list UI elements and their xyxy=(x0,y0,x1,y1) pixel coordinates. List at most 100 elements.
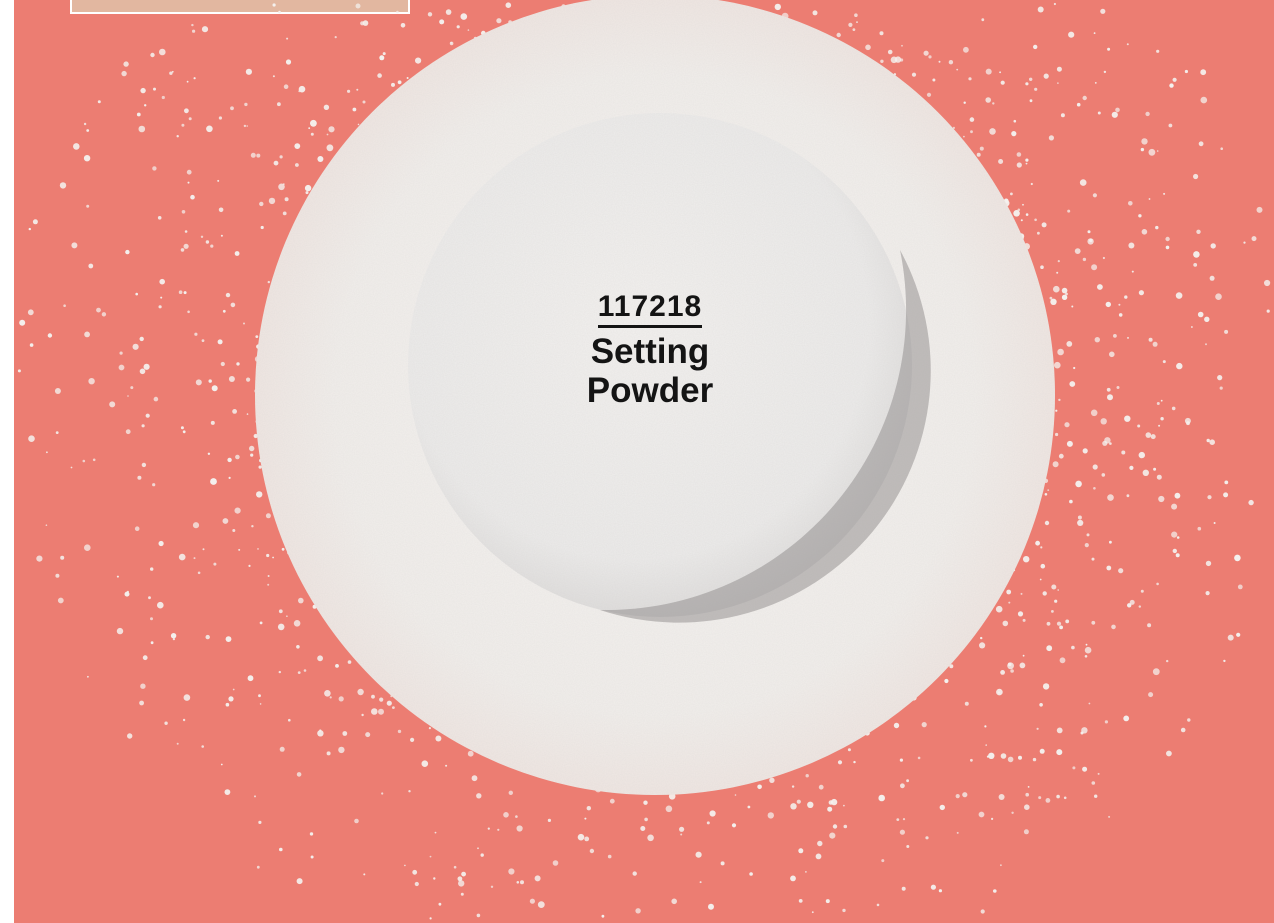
powder-speck xyxy=(396,10,399,14)
powder-speck xyxy=(487,827,490,830)
powder-speck xyxy=(852,28,856,31)
powder-speck xyxy=(309,832,314,836)
powder-speck xyxy=(124,591,130,597)
powder-speck xyxy=(985,68,992,75)
powder-speck xyxy=(938,60,941,63)
powder-speck xyxy=(1145,432,1152,438)
powder-speck xyxy=(251,525,254,528)
powder-speck xyxy=(88,263,94,269)
powder-speck xyxy=(121,70,127,77)
powder-speck xyxy=(1020,219,1023,222)
powder-speck xyxy=(1137,424,1141,428)
powder-speck xyxy=(222,518,229,524)
powder-speck xyxy=(354,818,359,824)
powder-speck xyxy=(1020,592,1023,595)
powder-speck xyxy=(391,82,395,87)
powder-speck xyxy=(272,3,276,7)
powder-speck xyxy=(1044,520,1050,526)
powder-speck xyxy=(182,718,186,722)
powder-speck xyxy=(695,851,702,858)
powder-speck xyxy=(356,88,359,91)
powder-speck xyxy=(480,853,484,857)
powder-speck xyxy=(1016,152,1022,157)
powder-speck xyxy=(807,801,814,808)
powder-speck xyxy=(1101,473,1106,477)
powder-speck xyxy=(843,804,845,807)
powder-speck xyxy=(1126,43,1129,46)
powder-speck xyxy=(1016,162,1022,168)
powder-speck xyxy=(1051,610,1054,613)
powder-speck xyxy=(277,623,285,631)
powder-speck xyxy=(192,29,196,33)
powder-speck xyxy=(213,562,217,566)
powder-speck xyxy=(1059,657,1066,664)
powder-speck xyxy=(1094,82,1097,84)
powder-speck xyxy=(963,101,966,104)
powder-speck xyxy=(164,721,168,725)
powder-speck xyxy=(900,58,904,62)
powder-speck xyxy=(1084,543,1089,548)
powder-speck xyxy=(1205,343,1207,346)
powder-speck xyxy=(1097,284,1103,290)
powder-speck xyxy=(1091,781,1096,785)
powder-speck xyxy=(1105,301,1112,308)
powder-speck xyxy=(1025,158,1029,162)
powder-speck xyxy=(397,729,402,734)
powder-speck xyxy=(1106,387,1111,392)
powder-speck xyxy=(923,50,929,56)
powder-speck xyxy=(1124,415,1131,422)
powder-speck xyxy=(534,875,541,882)
powder-speck xyxy=(1092,193,1097,198)
powder-speck xyxy=(247,675,254,682)
powder-speck xyxy=(279,746,285,752)
powder-speck xyxy=(412,869,418,875)
powder-speck xyxy=(1047,489,1050,491)
powder-speck xyxy=(1084,646,1092,654)
powder-speck xyxy=(1187,718,1191,722)
powder-speck xyxy=(1204,316,1210,322)
powder-speck xyxy=(298,597,304,604)
powder-speck xyxy=(176,135,179,138)
powder-speck xyxy=(911,72,917,77)
powder-speck xyxy=(326,144,334,152)
powder-speck xyxy=(183,291,187,295)
powder-speck xyxy=(1215,293,1222,301)
powder-speck xyxy=(1058,398,1061,402)
powder-speck xyxy=(1091,264,1098,271)
powder-speck xyxy=(272,75,275,78)
powder-speck xyxy=(171,70,174,73)
powder-speck xyxy=(148,596,151,600)
powder-speck xyxy=(1025,82,1029,86)
powder-speck xyxy=(1013,119,1017,123)
powder-speck xyxy=(847,748,851,752)
powder-speck xyxy=(218,207,224,213)
powder-speck xyxy=(516,881,520,884)
powder-speck xyxy=(586,806,591,811)
powder-speck xyxy=(520,880,524,885)
powder-speck xyxy=(1266,309,1270,313)
powder-speck xyxy=(310,132,314,136)
powder-speck xyxy=(1127,603,1132,608)
powder-speck xyxy=(429,917,432,920)
powder-speck xyxy=(427,12,433,17)
powder-speck xyxy=(324,690,331,697)
powder-speck xyxy=(1196,229,1201,234)
powder-speck xyxy=(1207,495,1212,500)
powder-speck xyxy=(217,179,220,182)
powder-speck xyxy=(84,331,90,338)
powder-speck xyxy=(1175,553,1180,558)
powder-speck xyxy=(1138,214,1142,218)
powder-speck xyxy=(230,302,236,308)
powder-speck xyxy=(962,792,968,798)
powder-speck xyxy=(235,454,240,460)
powder-speck xyxy=(1043,73,1049,79)
powder-speck xyxy=(496,18,502,24)
powder-speck xyxy=(135,292,138,296)
powder-speck xyxy=(137,475,142,480)
powder-speck xyxy=(1102,440,1108,446)
powder-speck xyxy=(1065,292,1068,296)
powder-speck xyxy=(1124,295,1128,299)
powder-speck xyxy=(1056,66,1062,72)
powder-speck xyxy=(995,605,1003,613)
